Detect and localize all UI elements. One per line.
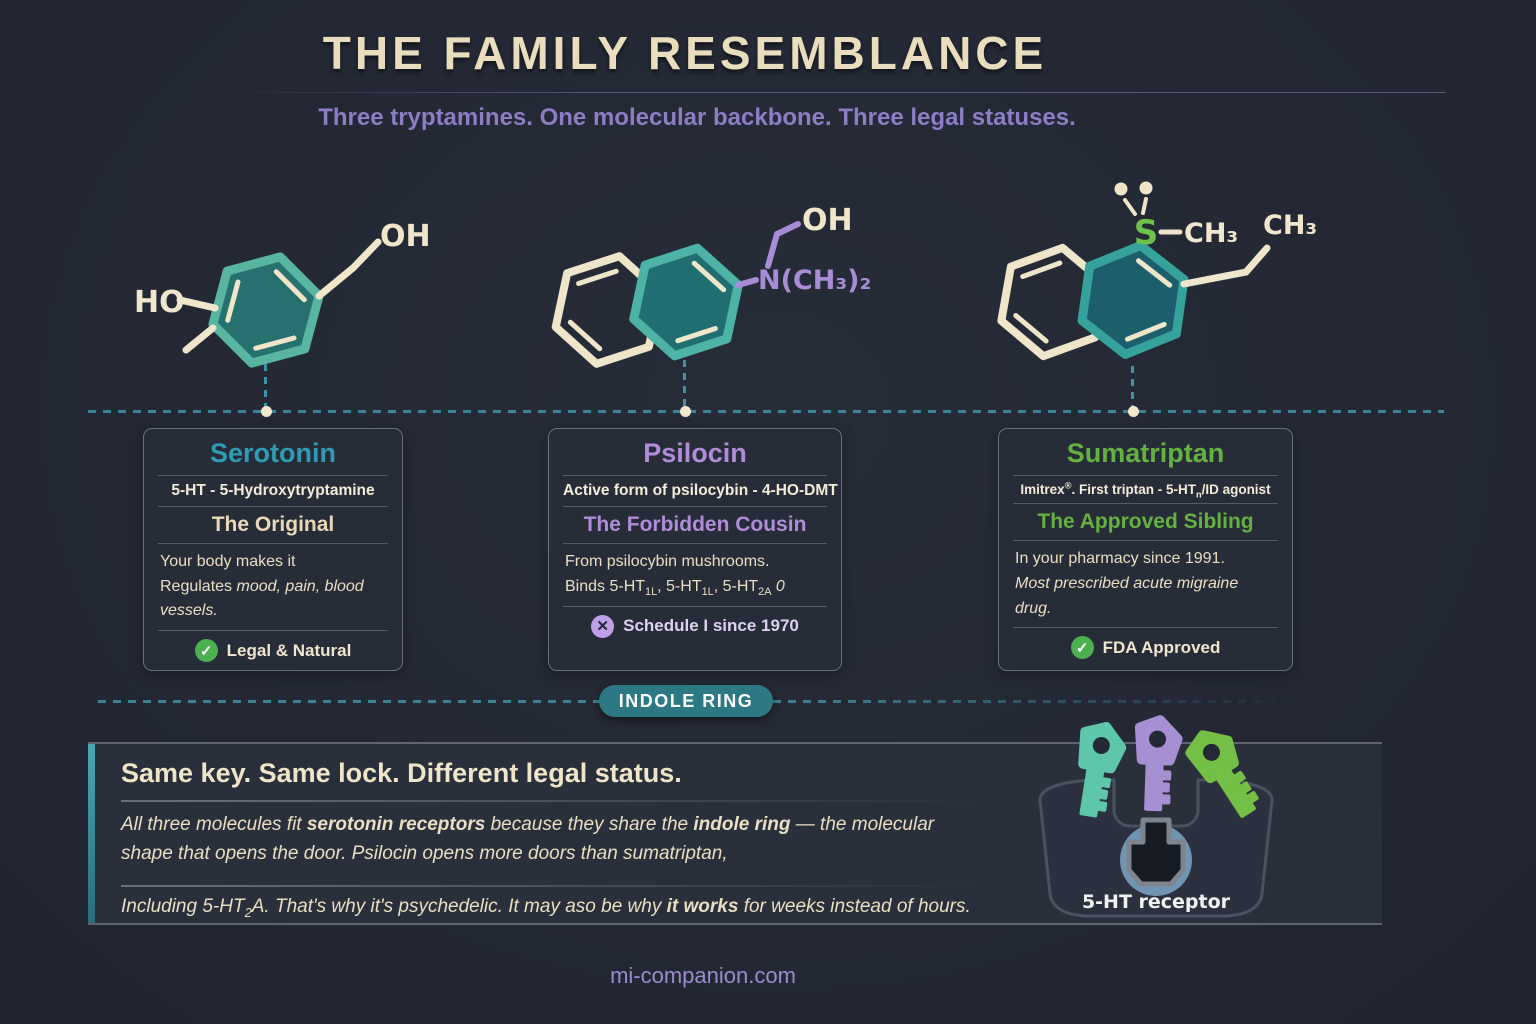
panel-paragraph: All three molecules fit serotonin recept… [121, 814, 935, 865]
website-url: mi-companion.com [610, 963, 796, 988]
body-line: From psilocybin mushrooms. [565, 553, 770, 571]
sulfur-atom-label: S [1134, 213, 1159, 253]
s-methyl-label: CH₃ [1184, 218, 1238, 249]
card-title: Sumatriptan [1066, 438, 1225, 468]
body-line: Your body makes it [160, 552, 296, 570]
connector-dot [680, 406, 691, 417]
panel-accent-bar [88, 744, 95, 923]
panel-heading: Same key. Same lock. Different legal sta… [121, 758, 682, 788]
page-title: THE FAMILY RESEMBLANCE [322, 27, 1048, 79]
connector-dot [1128, 406, 1139, 417]
sulfur-lone-pairs [1114, 181, 1153, 216]
double-bond-marks [225, 269, 307, 351]
backbone-connector-line [88, 410, 1444, 413]
card-title: Serotonin [210, 438, 336, 468]
ethyl-label: CH₃ [1263, 210, 1317, 241]
x-icon: ✕ [591, 614, 615, 638]
card-body: Your body makes it Regulates mood, pain,… [158, 550, 388, 624]
card-subtitle: Active form of psilocybin - 4-HO-DMT [563, 482, 838, 500]
indole-ring-badge: INDOLE RING [599, 685, 773, 717]
double-bond-marks [675, 260, 727, 344]
card-tagline: The Original [211, 512, 335, 536]
card-status: ✓ FDA Approved [1013, 636, 1278, 660]
card-tagline: The Approved Sibling [1037, 510, 1254, 534]
double-bond-marks [567, 268, 619, 352]
page-subtitle: Three tryptamines. One molecular backbon… [318, 104, 1076, 131]
card-status: ✓ Legal & Natural [158, 639, 388, 662]
serotonin-card: Serotonin 5-HT - 5-Hydroxytryptamine The… [143, 428, 403, 671]
amine-bond-lines [735, 221, 801, 288]
hydroxyl-left-label: HO [134, 285, 185, 320]
body-line: Regulates mood, pain, blood vessels. [160, 577, 364, 620]
title-divider [218, 92, 1446, 93]
receptor-label: 5-HT receptor [1082, 891, 1231, 913]
hydroxyl-top-label: OH [380, 219, 431, 254]
sumatriptan-connector-dash [1131, 366, 1134, 410]
card-body: In your pharmacy since 1991. Most prescr… [1013, 547, 1278, 621]
sumatriptan-molecule-diagram: S CH₃ CH₃ [997, 181, 1317, 361]
status-label: Schedule I since 1970 [623, 616, 799, 636]
hydroxyl-top-label: OH [802, 203, 853, 238]
psilocin-connector-dash [683, 360, 686, 410]
indole-ring-shape [1077, 241, 1189, 359]
card-title: Psilocin [643, 438, 747, 468]
psilocin-card: Psilocin Active form of psilocybin - 4-H… [548, 428, 842, 671]
card-status: ✕ Schedule I since 1970 [563, 614, 827, 638]
card-subtitle: 5-HT - 5-Hydroxytryptamine [171, 481, 375, 499]
double-bond-marks [1124, 258, 1173, 342]
panel-paragraph: Including 5-HT2A. That's why it's psyche… [121, 896, 971, 920]
dimethylamine-label: N(CH₃)₂ [758, 265, 871, 296]
body-line: Most prescribed acute migraine drug. [1015, 574, 1239, 617]
double-bond-marks [1013, 260, 1063, 344]
sumatriptan-card: Sumatriptan Imitrex®. First triptan - 5-… [998, 428, 1293, 671]
status-label: Legal & Natural [226, 640, 352, 660]
ethyl-bond [1180, 244, 1271, 288]
indole-ring-shape [208, 252, 324, 368]
body-line: Binds 5-HT1L, 5-HT1L, 5-HT2A 0 [565, 577, 785, 599]
connector-dot [261, 406, 272, 417]
card-tagline: The Forbidden Cousin [583, 513, 807, 537]
bond-lines [176, 238, 382, 354]
key-icon-psilocin [1137, 719, 1178, 809]
psilocin-molecule-diagram: N(CH₃)₂ OH [551, 203, 871, 368]
status-label: FDA Approved [1102, 637, 1221, 657]
card-body: From psilocybin mushrooms. Binds 5-HT1L,… [563, 550, 827, 600]
keyhole-icon [1126, 817, 1186, 887]
receptor-lock-graphic: 5-HT receptor [1038, 708, 1274, 918]
body-line: In your pharmacy since 1991. [1015, 550, 1225, 568]
serotonin-connector-dash [264, 364, 267, 410]
card-subtitle: Imitrex®. First triptan - 5-HTn/ID agoni… [1020, 480, 1271, 500]
check-icon: ✓ [194, 639, 218, 662]
serotonin-molecule-diagram: HO OH [134, 219, 431, 368]
check-icon: ✓ [1070, 636, 1094, 660]
